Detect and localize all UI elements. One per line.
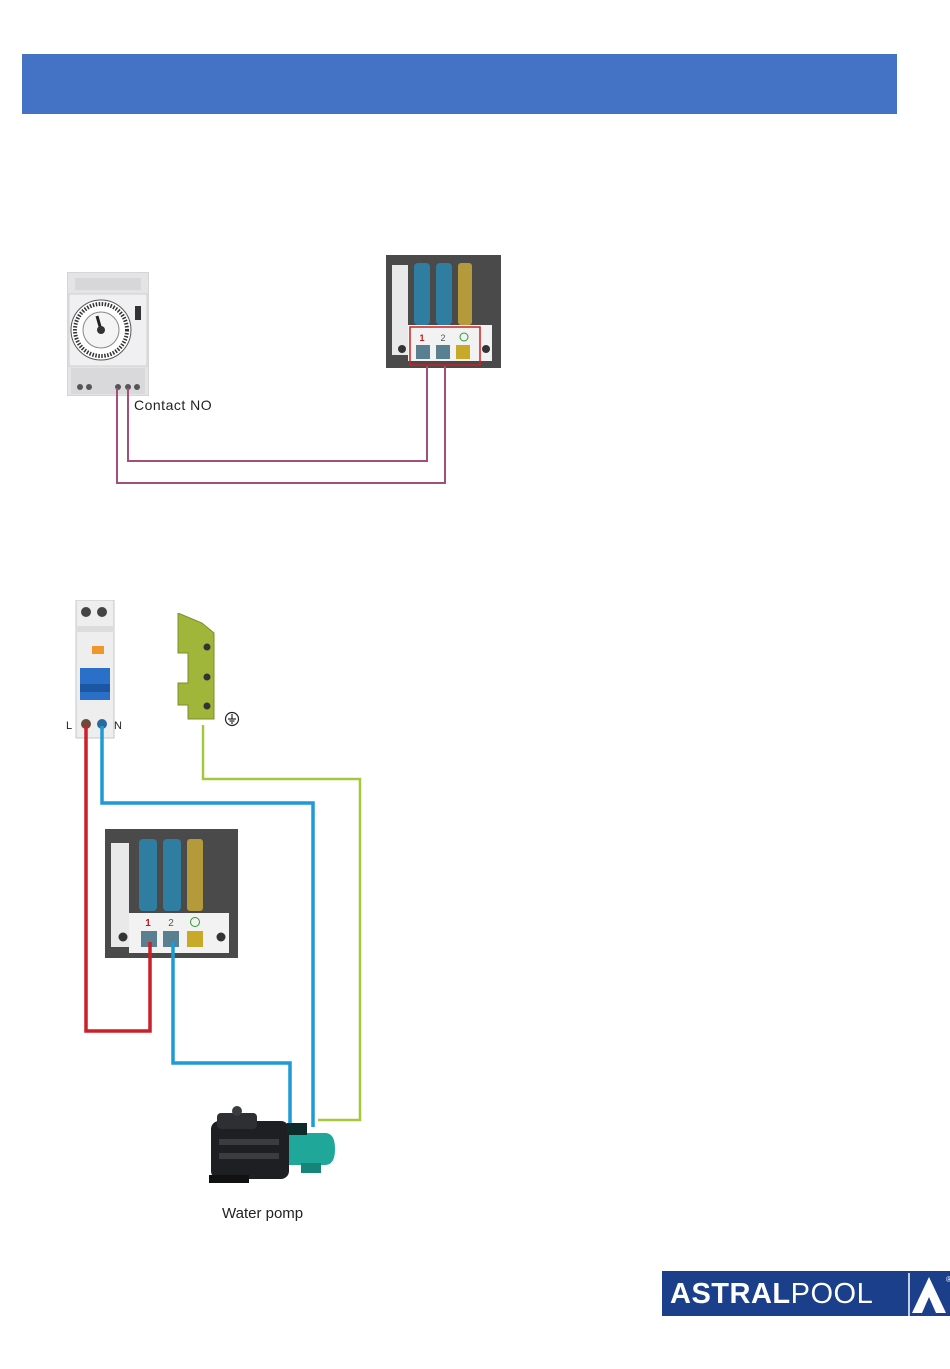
registered-mark: ® [946, 1275, 950, 1284]
earth-wire [203, 725, 360, 1120]
control-wire-1 [128, 366, 427, 461]
live-wire [86, 726, 150, 1031]
astralpool-logo: ASTRALPOOL ® [662, 1271, 950, 1316]
water-pump-label: Water pomp [222, 1205, 303, 1222]
logo-wordmark: ASTRALPOOL [670, 1278, 873, 1311]
neutral-wire-breaker [102, 726, 313, 1127]
water-pump-icon [207, 1105, 342, 1185]
neutral-wire-terminal [173, 942, 290, 1127]
control-wire-2 [117, 366, 445, 483]
astralpool-mark-icon: ® [908, 1273, 950, 1316]
